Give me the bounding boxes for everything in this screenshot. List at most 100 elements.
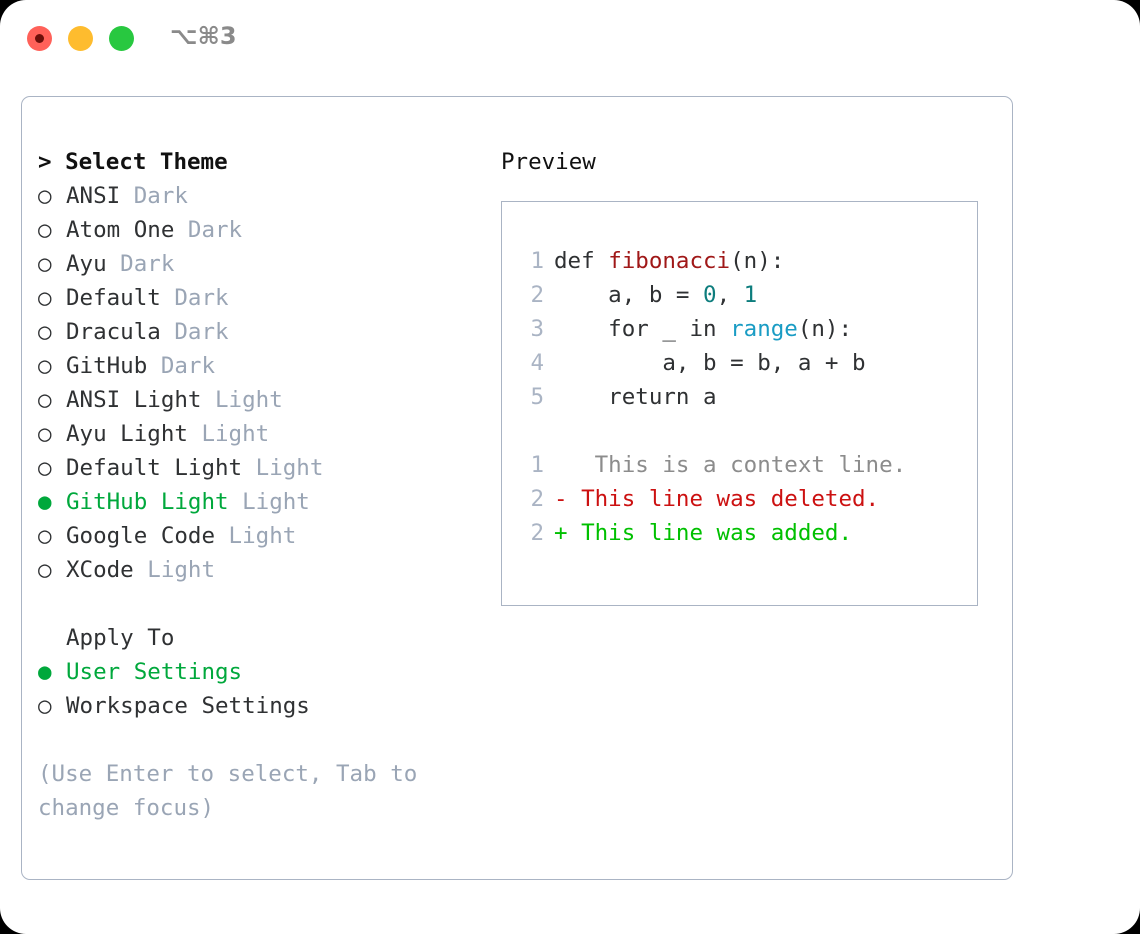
theme-name: Ayu [66,251,107,277]
line-number: 5 [530,384,544,410]
theme-list-item[interactable]: ○ Ayu Dark [38,247,498,281]
radio-unselected-icon: ○ [38,353,66,379]
panel-columns: > Select Theme ○ ANSI Dark○ Atom One Dar… [22,97,1012,879]
theme-variant-tag: Light [228,489,310,515]
code-token-num: 1 [743,282,758,308]
theme-list-item[interactable]: ○ ANSI Light Light [38,383,498,417]
theme-variant-tag: Dark [120,183,188,209]
diff-text: This line was deleted. [567,486,880,512]
theme-name: XCode [66,557,134,583]
theme-list-item[interactable]: ○ Default Light Light [38,451,498,485]
line-number: 3 [530,316,544,342]
keyboard-hint: (Use Enter to select, Tab to change focu… [38,761,418,821]
theme-variant-tag: Dark [160,319,229,345]
code-token-punct: (n): [797,316,853,342]
theme-list-item[interactable]: ○ GitHub Dark [38,349,498,383]
theme-list-item[interactable]: ○ Dracula Dark [38,315,498,349]
diff-text: This is a context line. [567,452,907,478]
theme-variant-tag: Light [187,421,270,447]
theme-list-item[interactable]: ● GitHub Light Light [38,485,498,519]
diff-sign [554,452,568,478]
theme-name: GitHub [66,353,148,379]
minimize-window-button[interactable] [68,26,93,51]
code-line: 3 for _ in range(n): [516,312,977,346]
radio-unselected-icon: ○ [38,217,66,243]
theme-variant-tag: Light [133,557,216,583]
code-line: 5 return a [516,380,977,414]
traffic-lights [27,26,134,51]
apply-to-option-label: Workspace Settings [66,693,310,719]
theme-name: ANSI Light [66,387,202,413]
code-token-plain: for _ in [554,316,731,342]
line-number: 1 [530,452,544,478]
theme-list[interactable]: ○ ANSI Dark○ Atom One Dark○ Ayu Dark○ De… [38,179,498,587]
radio-unselected-icon: ○ [38,319,66,345]
theme-variant-tag: Light [242,455,324,481]
radio-unselected-icon: ○ [38,183,66,209]
theme-picker-column: > Select Theme ○ ANSI Dark○ Atom One Dar… [38,145,498,825]
apply-to-option[interactable]: ○ Workspace Settings [38,689,498,723]
diff-line-text: + This line was added. [554,520,852,546]
theme-variant-tag: Dark [106,251,175,277]
content-panel: > Select Theme ○ ANSI Dark○ Atom One Dar… [21,96,1013,880]
diff-text: This line was added. [567,520,853,546]
code-token-plain: a, b = [554,282,704,308]
theme-variant-tag: Dark [174,217,243,243]
radio-selected-icon: ● [38,489,66,515]
apply-to-list[interactable]: ● User Settings○ Workspace Settings [38,655,498,723]
theme-list-item[interactable]: ○ XCode Light [38,553,498,587]
radio-unselected-icon: ○ [38,421,66,447]
line-number: 1 [530,248,544,274]
theme-name: Dracula [66,319,161,345]
theme-variant-tag: Light [201,387,283,413]
theme-list-item[interactable]: ○ Google Code Light [38,519,498,553]
code-token-plain: , [716,282,744,308]
theme-name: Google Code [66,523,216,549]
theme-name: Ayu Light [66,421,188,447]
theme-list-item[interactable]: ○ Default Dark [38,281,498,315]
preview-title: Preview [501,149,596,175]
theme-list-item[interactable]: ○ ANSI Dark [38,179,498,213]
theme-variant-tag: Dark [160,285,229,311]
radio-unselected-icon: ○ [38,285,66,311]
theme-list-item[interactable]: ○ Atom One Dark [38,213,498,247]
code-token-builtin: range [730,316,798,342]
code-token-num: 0 [703,282,717,308]
code-diff-separator [516,414,977,448]
diff-line-context: 1 This is a context line. [516,448,977,482]
theme-name: ANSI [66,183,121,209]
radio-unselected-icon: ○ [38,455,66,481]
apply-to-header: Apply To [38,621,498,655]
theme-list-item[interactable]: ○ Ayu Light Light [38,417,498,451]
diff-line-deleted: 2- This line was deleted. [516,482,977,516]
close-window-button[interactable] [27,26,52,51]
diff-sign: + [554,520,568,546]
line-number: 2 [530,486,544,512]
apply-to-header-indent [38,621,66,655]
code-token-plain: a, b = b, a + b [554,350,866,376]
line-number: 2 [530,282,544,308]
line-number: 4 [530,350,544,376]
diff-line-added: 2+ This line was added. [516,516,977,550]
apply-to-section: Apply To ● User Settings○ Workspace Sett… [38,621,498,723]
code-token-punct: (n): [730,248,785,274]
title-bar: ⌥⌘3 [0,0,1140,78]
radio-unselected-icon: ○ [38,251,66,277]
diff-line-text: This is a context line. [554,452,907,478]
code-token-func: fibonacci [608,248,731,274]
keyboard-shortcut-label: ⌥⌘3 [170,22,237,50]
code-line: 4 a, b = b, a + b [516,346,977,380]
apply-to-option[interactable]: ● User Settings [38,655,498,689]
theme-name: Default [66,285,161,311]
radio-unselected-icon: ○ [38,523,66,549]
radio-unselected-icon: ○ [38,557,66,583]
theme-name: Default Light [66,455,243,481]
code-token-plain: return a [554,384,717,410]
select-theme-header: > Select Theme [38,149,228,175]
radio-unselected-icon: ○ [38,693,66,719]
maximize-window-button[interactable] [109,26,134,51]
